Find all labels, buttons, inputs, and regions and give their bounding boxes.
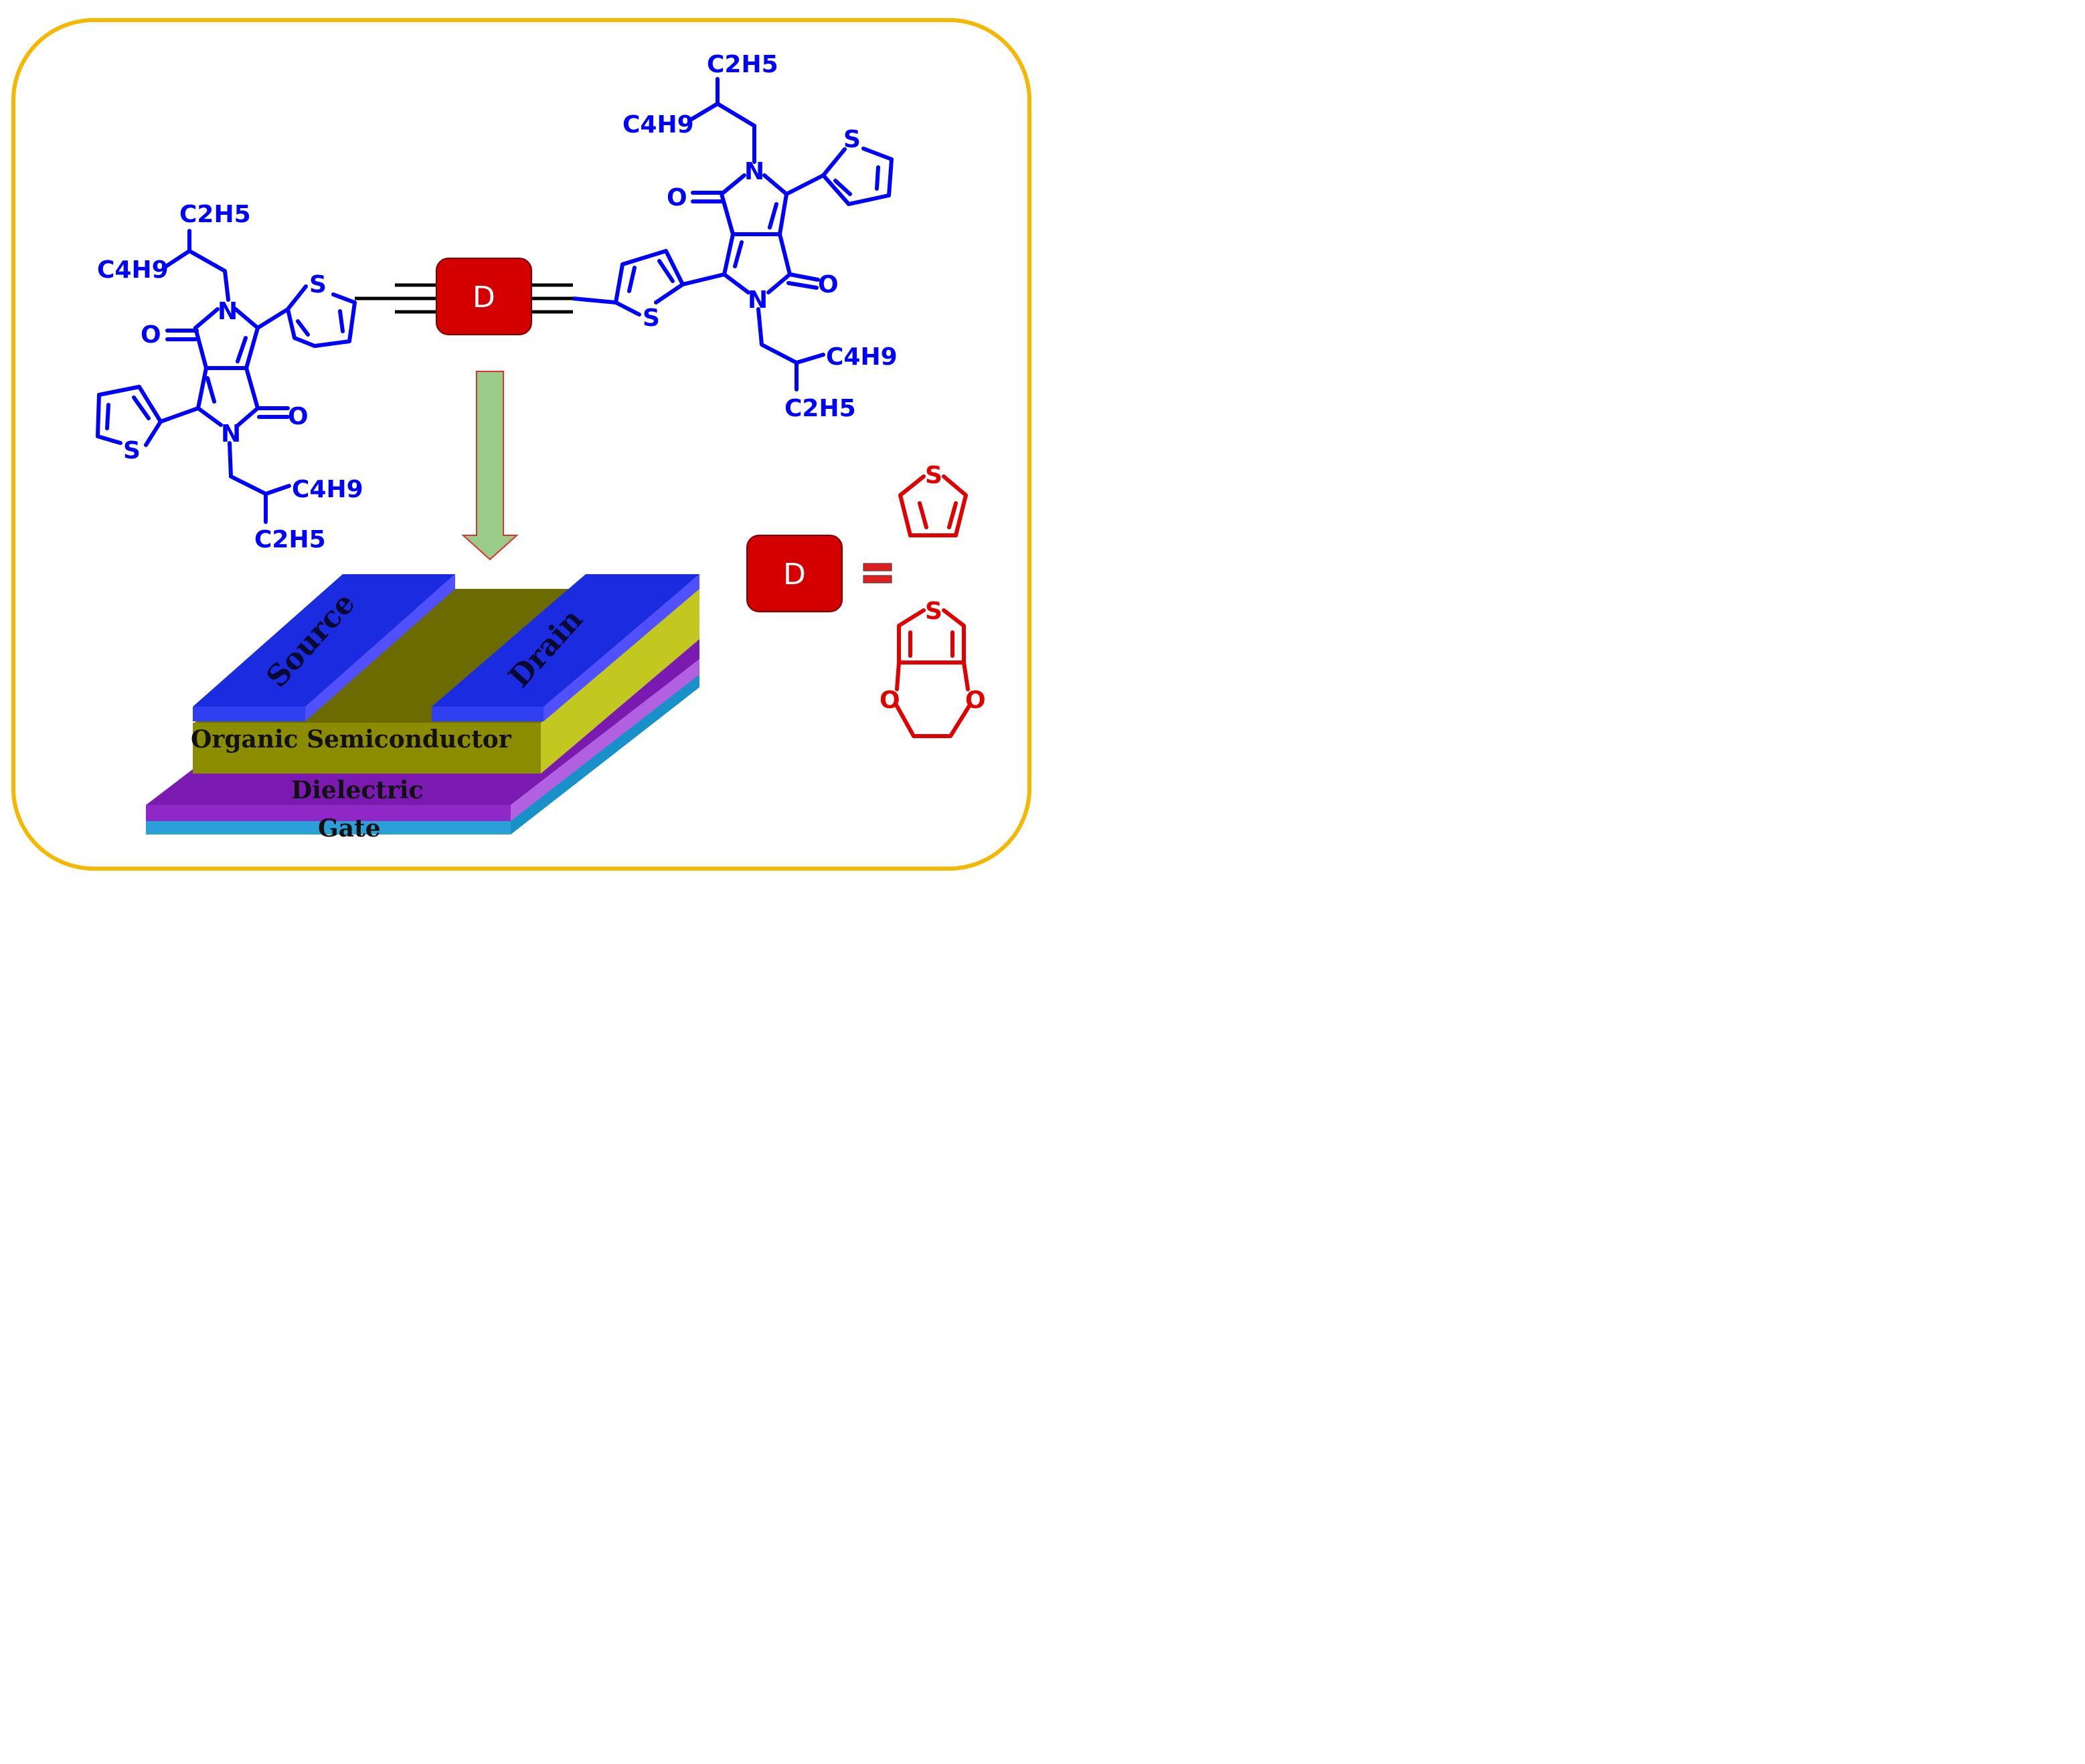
right-single-bond [572,296,616,304]
drain-electrode-side [544,574,699,721]
right-c2h5-bottom: C2H5 [784,395,856,422]
figure-canvas: D [11,18,1031,871]
donor-box-center [436,258,532,335]
right-n-bottom: N [748,286,768,314]
left-n-bottom: N [221,420,241,448]
dielectric-side [511,659,699,821]
left-c4h9-top: C4H9 [97,256,169,284]
ofet-device: Source Drain Organic Semiconductor Diele… [146,574,699,843]
donor-label-legend: D [783,557,806,592]
right-c4h9-bottom: C4H9 [826,343,898,371]
edot-o-left: O [880,687,900,714]
left-n-top: N [218,298,238,325]
drain-electrode-top [432,574,699,707]
source-electrode-top [193,574,455,707]
figure: D [0,0,1043,882]
left-triple-bond [355,283,436,314]
edot-s: S [925,598,942,625]
right-o-right: O [818,271,839,298]
right-s-bridge: S [643,304,660,332]
semiconductor-label: Organic Semiconductor [191,725,512,754]
equals-sign [863,563,892,584]
right-c4h9-top: C4H9 [622,111,694,139]
left-c2h5-top: C2H5 [179,201,251,228]
dielectric-front [146,805,511,821]
left-o-right: O [288,403,309,430]
right-dpp-unit [614,77,894,391]
right-s-end: S [843,126,861,153]
down-arrow [461,371,519,561]
left-c4h9-bottom: C4H9 [292,476,363,503]
right-triple-bond [531,283,573,314]
left-s-bridge: S [309,271,327,298]
right-n-top: N [744,158,764,185]
right-c2h5-top: C2H5 [707,51,778,78]
drain-electrode-front [432,707,544,721]
edot-o-right: O [965,687,986,714]
dielectric-label: Dielectric [291,776,424,804]
edot-ring-icon [895,608,971,738]
right-o-left: O [667,184,687,211]
left-dpp-unit [96,229,357,524]
left-o-left: O [141,321,161,349]
gate-front [146,820,511,834]
left-c2h5-bottom: C2H5 [254,526,326,553]
donor-label-center: D [473,280,495,315]
gate-side [511,673,699,834]
source-electrode-front [193,707,305,721]
gate-label: Gate [318,814,381,843]
semiconductor-front [193,723,541,774]
semiconductor-side [541,589,699,774]
left-s-end: S [123,437,141,464]
thiophene-s: S [925,462,942,489]
thiophene-ring-icon [898,474,968,537]
donor-box-legend [746,535,843,612]
source-electrode-side [305,574,455,721]
